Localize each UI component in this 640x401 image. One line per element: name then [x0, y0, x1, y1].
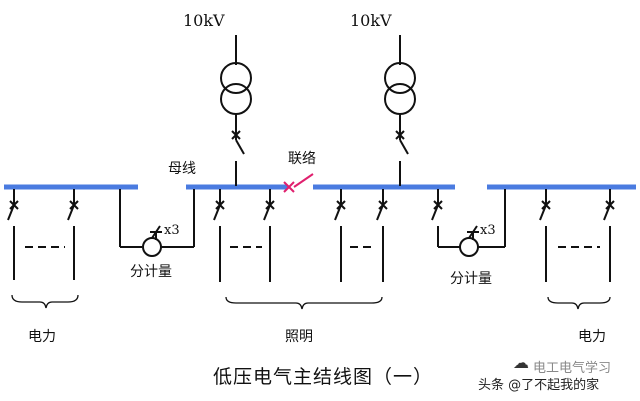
- outgoing-feeders-lighting: [213, 189, 388, 282]
- incoming-feeder-1: [220, 35, 252, 186]
- breaker-2-blade: [399, 139, 409, 155]
- group-label-power-right: 电力: [578, 329, 606, 345]
- breaker-2-cross-b: [395, 130, 405, 140]
- voltage-label-left: 10kV: [183, 11, 225, 30]
- metering-link-left: [119, 189, 195, 257]
- diagram-caption: 低压电气主结线图（一）: [213, 366, 434, 388]
- metering-label-left: 分计量: [130, 264, 172, 280]
- group-label-power-left: 电力: [28, 329, 56, 345]
- meter-multiplier-right: x3: [480, 223, 496, 238]
- tie-breaker: [283, 173, 314, 193]
- metering-link-right: [431, 189, 506, 257]
- ct-symbol-right-slash: [468, 225, 478, 239]
- watermark-account: 电工电气学习: [533, 361, 612, 376]
- watermark-source: 头条 @了不起我的家: [478, 378, 600, 393]
- incoming-feeder-2: [384, 35, 416, 186]
- group-braces: [11, 294, 611, 310]
- voltage-label-right: 10kV: [350, 11, 392, 30]
- transformer-1-primary: [220, 62, 252, 94]
- metering-label-right: 分计量: [450, 271, 492, 287]
- brace-lighting: [225, 296, 383, 310]
- current-transformer-right: [459, 237, 479, 257]
- transformer-2-secondary: [384, 83, 416, 115]
- current-transformer-left: [142, 237, 162, 257]
- tie-breaker-cross-b: [283, 181, 295, 193]
- breaker-1-cross-b: [231, 130, 241, 140]
- brace-power-right: [547, 296, 611, 310]
- group-label-lighting: 照明: [285, 329, 313, 345]
- outgoing-feeders-power-left: [7, 189, 79, 280]
- busbar-label: 母线: [168, 161, 196, 177]
- outgoing-feeders-power-right: [539, 189, 615, 282]
- wechat-watermark-icon: ☁: [513, 353, 529, 372]
- breaker-1-blade: [235, 139, 245, 155]
- tie-breaker-blade: [293, 173, 314, 188]
- meter-multiplier-left: x3: [164, 223, 180, 238]
- tie-label: 联络: [288, 151, 316, 167]
- brace-power-left: [11, 294, 79, 309]
- transformer-1-secondary: [220, 83, 252, 115]
- ct-symbol-left-slash: [151, 225, 161, 239]
- transformer-2-primary: [384, 62, 416, 94]
